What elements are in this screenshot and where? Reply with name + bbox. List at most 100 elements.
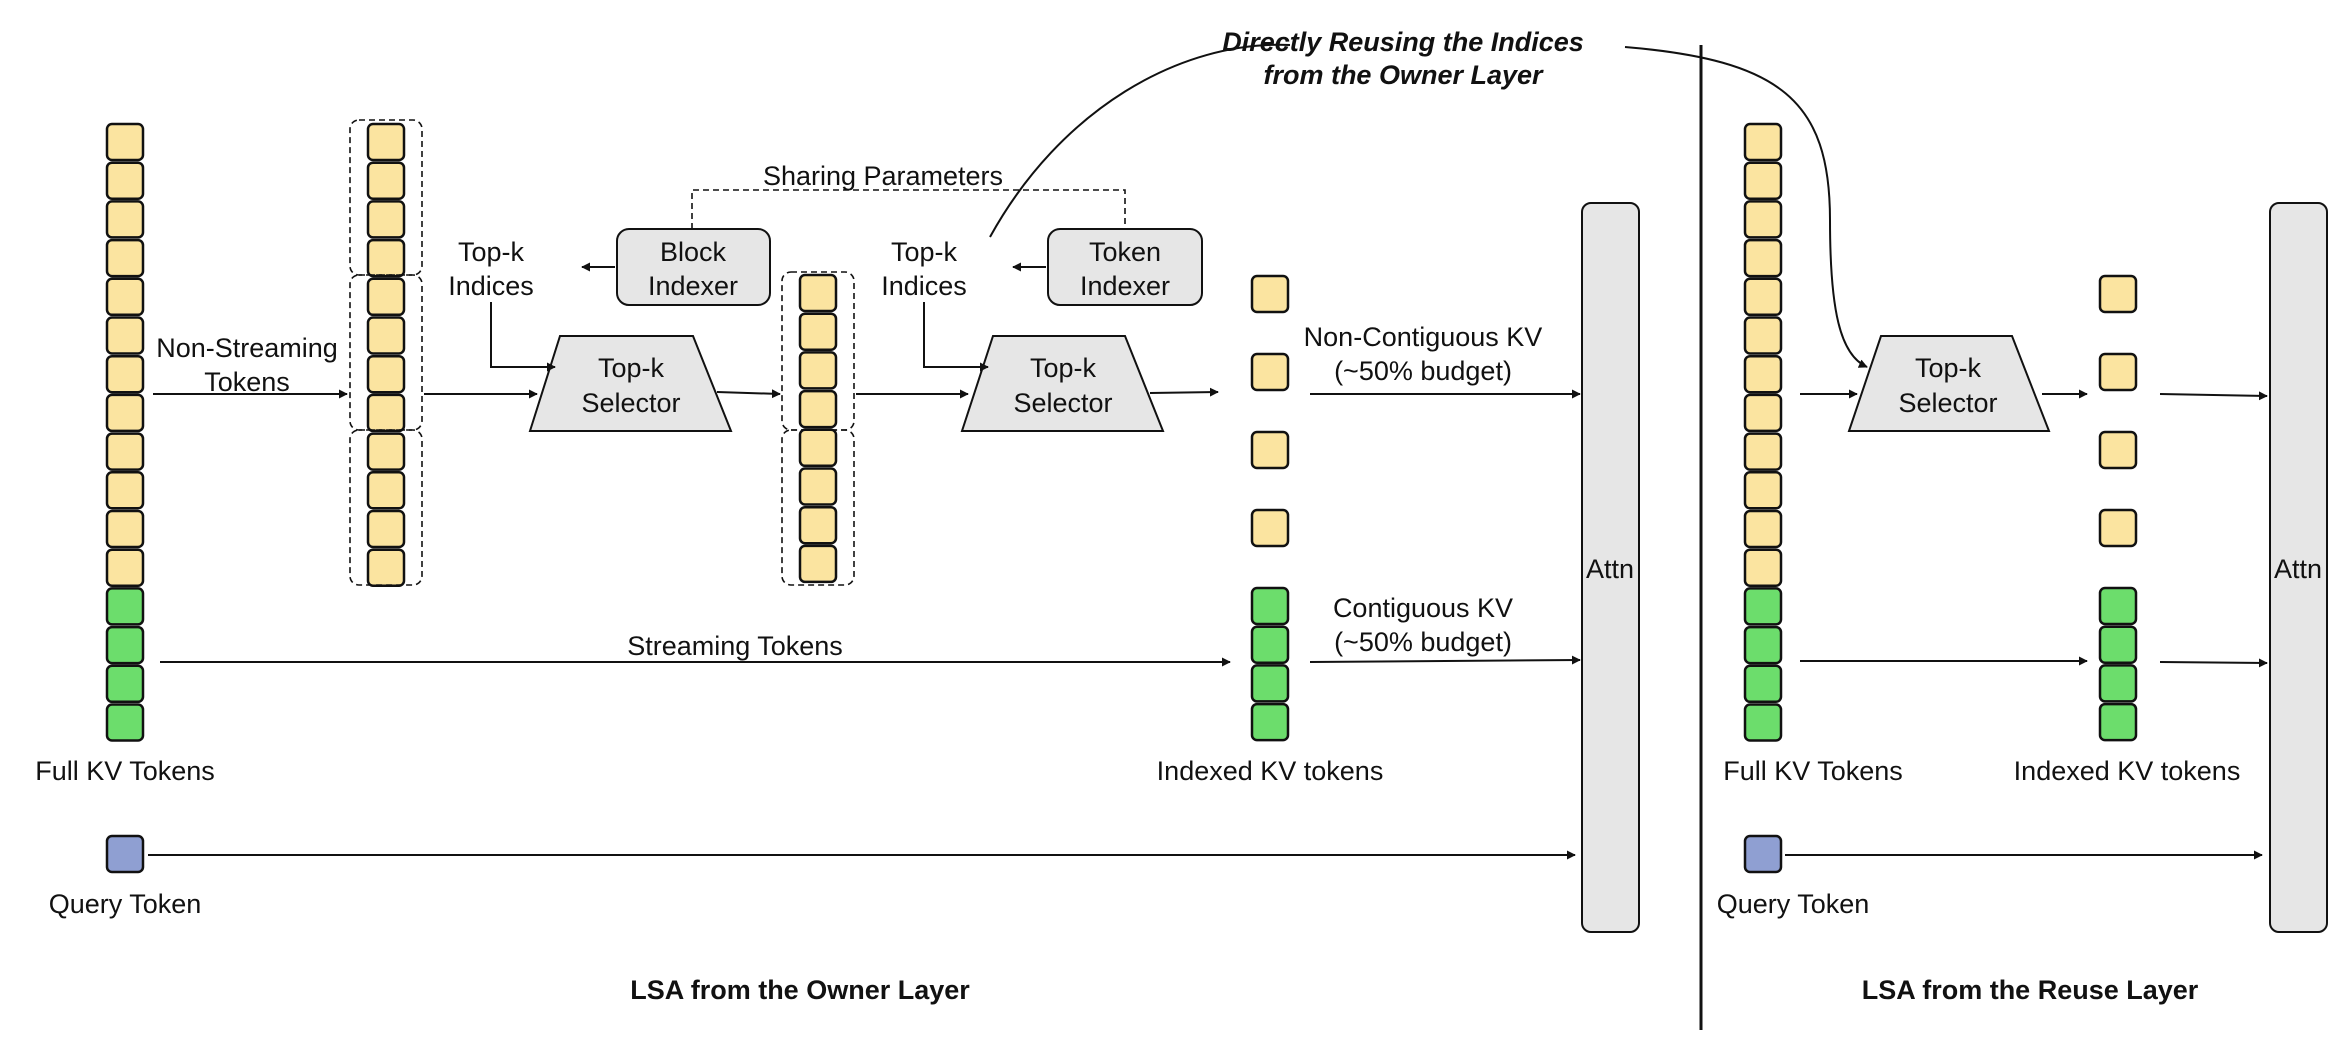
arrow-reuse-indices-curve [989,43,1291,238]
non-streaming-token [105,161,145,200]
reuse-annotation: Directly Reusing the Indices [1222,27,1584,57]
indexed-contiguous-token [1250,625,1290,664]
non-streaming-token [366,509,406,549]
non-streaming-token [798,544,838,584]
block-group-b1 [781,271,855,431]
non-streaming-token [798,351,838,390]
indexed-non-contiguous-token [2098,508,2138,548]
non-streaming-token [1743,316,1783,355]
block-indexer-label: Indexer [648,271,738,301]
token-indexer-label: Token [1089,237,1161,267]
non-streaming-token [798,467,838,506]
full-kv-tokens-label: Full KV Tokens [35,756,215,786]
non-streaming-token [798,273,838,313]
sharing-connector [691,189,1126,229]
arrow-contig-kv [1309,655,1581,665]
block-group-a2 [349,274,423,431]
non-streaming-token [1743,122,1783,162]
indexed-contiguous-token [2098,625,2138,664]
reuse-annotation: from the Owner Layer [1263,60,1544,90]
non-streaming-token [1743,548,1783,587]
topk-selector-2 [960,335,1165,432]
streaming-tokens-label: Streaming Tokens [627,631,843,661]
indexed-contiguous-token [1250,664,1290,703]
attn-box-reuse [2269,202,2328,933]
attn-label: Attn [1586,554,1634,584]
non-streaming-label: Non-Streaming [156,333,338,363]
streaming-token [1743,625,1783,665]
indexed-contiguous-token [2098,702,2138,742]
topk-selector-label: Selector [1898,388,1997,418]
owner-section-title: LSA from the Owner Layer [630,975,970,1005]
streaming-token [1743,587,1783,626]
topk-indices-label: Top-k [891,237,958,267]
indexed-non-contiguous-token [2098,352,2138,392]
block-group-a1 [349,119,423,276]
streaming-token [1743,664,1783,704]
full-kv-tokens-label: Full KV Tokens [1723,756,1903,786]
non-streaming-token [105,393,145,433]
streaming-token [105,625,145,665]
non-streaming-token [366,354,406,394]
block-indexer-label: Block [660,237,727,267]
indexed-non-contiguous-token [1250,508,1290,548]
non-streaming-token [105,354,145,394]
non-streaming-token [366,238,406,278]
non-streaming-token [366,122,406,162]
indexed-contiguous-token [1250,586,1290,626]
indexed-non-contiguous-token [2098,430,2138,470]
non-streaming-token [105,277,145,317]
non-streaming-token [105,122,145,162]
non-streaming-token [366,277,406,317]
arrow-selector-2-out [1149,387,1219,397]
non-streaming-token [798,389,838,429]
non-streaming-token [1743,471,1783,510]
non-streaming-token [105,316,145,355]
non-streaming-token [366,393,406,433]
topk-indices-label: Indices [448,271,534,301]
topk-selector-1 [528,335,733,432]
noncontig-kv-label: (~50% budget) [1334,356,1512,386]
non-streaming-token [366,471,406,510]
non-streaming-token [1743,200,1783,239]
block-groups [349,119,855,586]
indexed-non-contiguous-token [2098,274,2138,314]
attn-label: Attn [2274,554,2322,584]
token-cells [105,122,2138,874]
non-streaming-token [798,428,838,468]
non-streaming-token [366,432,406,471]
reuse-section-title: LSA from the Reuse Layer [1862,975,2199,1005]
non-streaming-token [105,471,145,510]
non-streaming-token [366,161,406,200]
topk-selector-reuse [1847,335,2051,432]
topk-selector-label: Selector [1013,388,1112,418]
arrow-indices-2 [923,302,989,372]
topk-selector-label: Selector [581,388,680,418]
attn-box-owner [1581,202,1640,933]
non-streaming-token [1743,277,1783,317]
arrow-reuse-contig [2159,658,2268,668]
contig-kv-label: Contiguous KV [1333,593,1513,623]
indexed-kv-tokens-label: Indexed KV tokens [1157,756,1384,786]
block-group-b2 [781,429,855,586]
streaming-token [1743,703,1783,742]
topk-selector-label: Top-k [598,353,665,383]
sharing-parameters-label: Sharing Parameters [763,161,1003,191]
arrow-selector-1-out [716,389,781,399]
streaming-token [105,703,145,742]
arrow-reuse-indices-curve-2 [1624,46,1868,368]
non-streaming-token [1743,238,1783,278]
indexed-contiguous-token [2098,664,2138,703]
non-streaming-token [366,316,406,355]
indexed-contiguous-token [2098,586,2138,626]
query-token-label: Query Token [49,889,202,919]
non-streaming-token [105,509,145,549]
non-streaming-token [105,200,145,239]
indexed-contiguous-token [1250,702,1290,742]
non-streaming-token [105,432,145,471]
query-token [105,834,145,874]
indexed-non-contiguous-token [1250,274,1290,314]
query-token [1743,834,1783,874]
topk-indices-label: Top-k [458,237,525,267]
